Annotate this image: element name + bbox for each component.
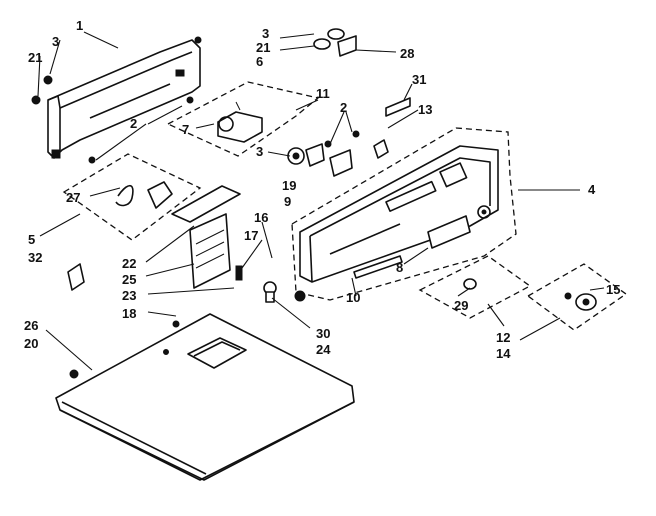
- lint-filter-stack: [171, 185, 243, 289]
- callout-17: 17: [244, 228, 258, 243]
- callout-31: 31: [412, 72, 426, 87]
- callout-16: 16: [254, 210, 268, 225]
- callout-11: 11: [316, 86, 330, 101]
- top-right-screws: [313, 28, 357, 57]
- callout-28: 28: [400, 46, 414, 61]
- callout-3: 3: [262, 26, 269, 41]
- clip-32: [67, 263, 85, 291]
- callout-32: 32: [28, 250, 42, 265]
- knob-panel-left: [418, 255, 532, 319]
- callout-3: 3: [52, 34, 59, 49]
- callout-7: 7: [182, 122, 189, 137]
- callout-4: 4: [588, 182, 596, 197]
- callout-6: 6: [256, 54, 263, 69]
- knob-30: [263, 281, 277, 303]
- callout-27: 27: [66, 190, 80, 205]
- leader-lines: [37, 31, 605, 371]
- callout-10: 10: [346, 290, 360, 305]
- strip-10: [353, 255, 403, 279]
- timer-panel: [166, 81, 320, 157]
- callout-25: 25: [122, 272, 136, 287]
- control-console: [291, 127, 517, 301]
- callout-1: 1: [76, 18, 83, 33]
- callout-5: 5: [28, 232, 35, 247]
- callout-20: 20: [24, 336, 38, 351]
- callout-29: 29: [454, 298, 468, 313]
- callout-14: 14: [496, 346, 511, 361]
- console-back-bracket: [47, 39, 201, 159]
- callout-19: 19: [282, 178, 296, 193]
- callout-23: 23: [122, 288, 136, 303]
- callout-8: 8: [396, 260, 403, 275]
- callout-15: 15: [606, 282, 620, 297]
- knob-panel-right: [526, 263, 628, 331]
- callout-2: 2: [130, 116, 137, 131]
- controls-small-parts: [287, 97, 411, 177]
- callout-21: 21: [256, 40, 270, 55]
- callout-12: 12: [496, 330, 510, 345]
- callout-22: 22: [122, 256, 136, 271]
- top-panel: [55, 290, 355, 481]
- callout-24: 24: [316, 342, 331, 357]
- callout-18: 18: [122, 306, 136, 321]
- badge-8: [427, 215, 471, 249]
- callout-3: 3: [256, 144, 263, 159]
- callout-13: 13: [418, 102, 432, 117]
- screw-group-left: [31, 36, 202, 164]
- callout-30: 30: [316, 326, 330, 341]
- sensor-panel: [62, 153, 202, 241]
- callouts: 1 3 21 3 21 6 28 11 31 2 2 13 7 3 19 9 4…: [24, 18, 620, 361]
- callout-26: 26: [24, 318, 38, 333]
- callout-2: 2: [340, 100, 347, 115]
- callout-21: 21: [28, 50, 42, 65]
- callout-9: 9: [284, 194, 291, 209]
